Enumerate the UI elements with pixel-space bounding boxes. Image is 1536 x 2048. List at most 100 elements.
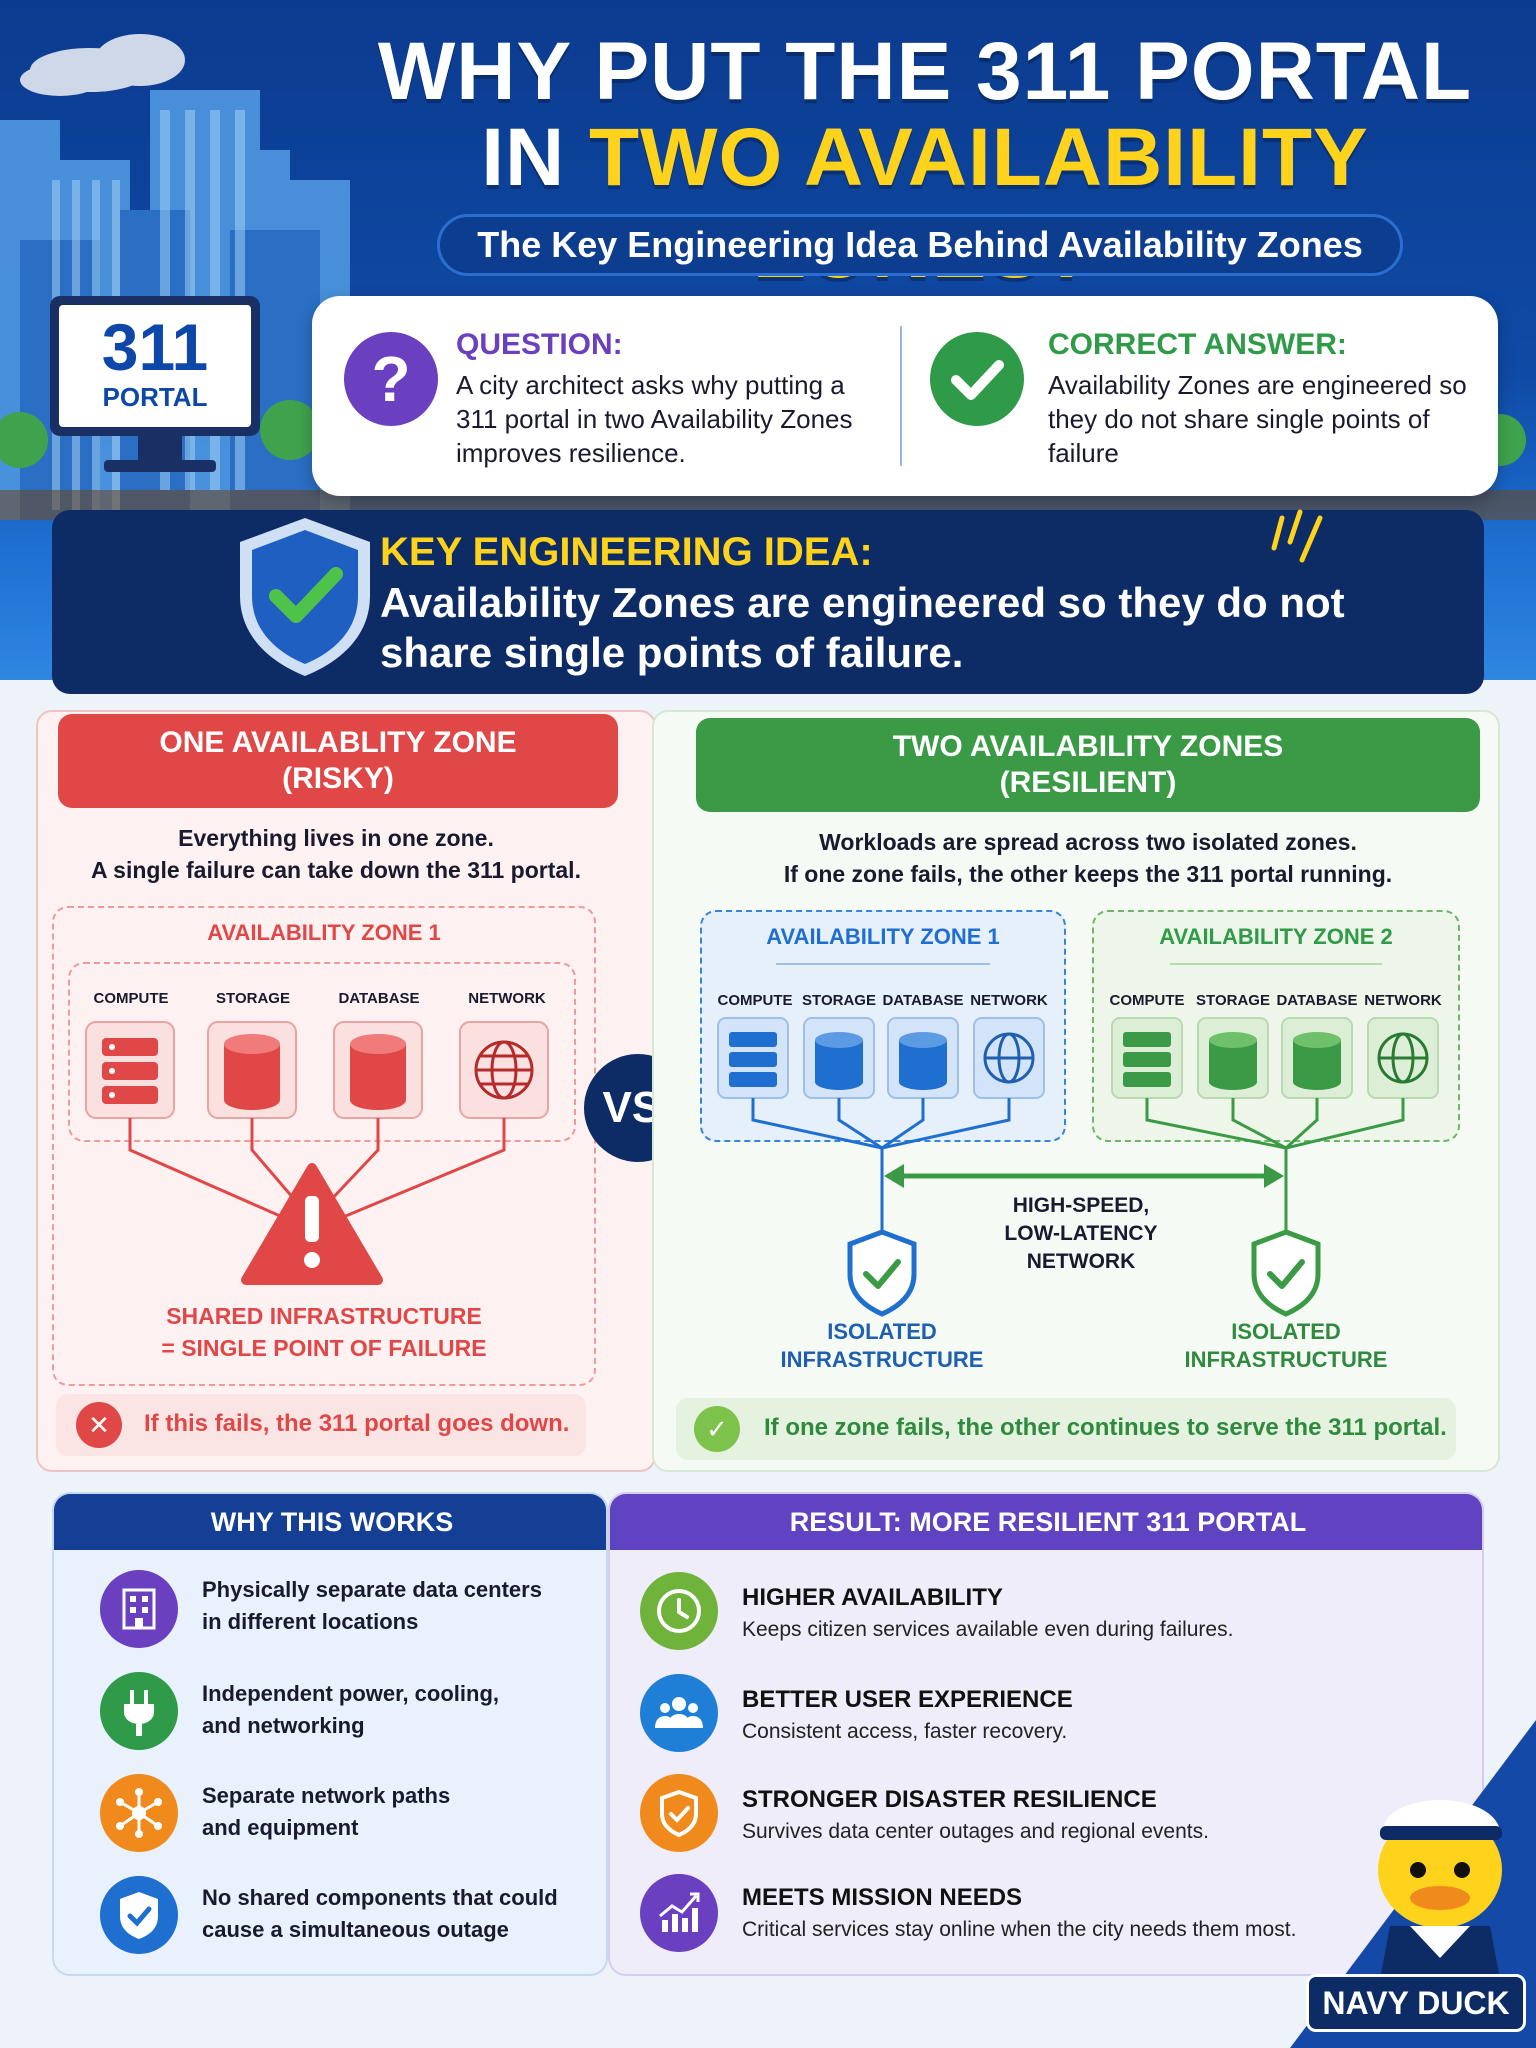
key-idea-heading: KEY ENGINEERING IDEA: [380,530,873,574]
two-zones-header-line1: TWO AVAILABILITY ZONES [892,730,1284,763]
zone2-network-label: NETWORK [1364,992,1442,1009]
two-zones-description: Workloads are spread across two isolated… [696,826,1480,890]
zone2-storage-label: STORAGE [1196,992,1270,1009]
clock-check-icon [640,1572,718,1650]
spark-lines-icon [1271,509,1323,563]
network-label: HIGH-SPEED, LOW-LATENCY NETWORK [970,1192,1192,1276]
one-zone-outer-box [52,906,596,1386]
one-zone-database-label: DATABASE [338,990,420,1007]
network-label-line3: NETWORK [1026,1250,1136,1273]
one-zone-storage-icon [224,1034,280,1110]
monitor-number: 311 [101,310,209,384]
question-text: A city architect asks why putting a 311 … [456,370,853,468]
zone2-storage-icon [1209,1032,1257,1090]
one-zone-inner-box [68,962,576,1142]
portal-monitor-icon: 311 PORTAL [50,296,260,436]
building-icon [100,1570,178,1648]
key-idea-text: Availability Zones are engineered so the… [380,579,1345,676]
monitor-label: PORTAL [102,382,208,412]
zone2-globe-icon [1377,1032,1429,1084]
zone1-isolated-line2: INFRASTRUCTURE [780,1347,984,1372]
one-zone-zone-title: AVAILABILITY ZONE 1 [207,920,441,945]
zone2-isolated-line2: INFRASTRUCTURE [1184,1347,1388,1372]
why-item-2-line1: Independent power, cooling, [202,1681,500,1706]
monitor-stand [138,434,182,464]
one-zone-footer-text: If this fails, the 311 portal goes down. [144,1410,570,1437]
zone2-server-icon [1123,1032,1171,1087]
one-zone-globe-icon [474,1040,534,1100]
zone1-globe-icon [983,1032,1035,1084]
navy-duck-brand: NAVY DUCK [1306,1974,1526,2032]
zone1-storage-icon [815,1032,863,1090]
one-zone-header-line1: ONE AVAILABLITY ZONE [159,726,517,759]
why-item-3-line1: Separate network paths [202,1783,451,1808]
zone1-title: AVAILABILITY ZONE 1 [766,924,1000,949]
zone2-database-icon [1293,1032,1341,1090]
two-zones-desc-line1: Workloads are spread across two isolated… [819,829,1357,855]
why-item-2-line2: and networking [202,1713,365,1738]
one-zone-description: Everything lives in one zone. A single f… [56,822,616,886]
result-item-1-title: HIGHER AVAILABILITY [742,1584,1003,1611]
warning-line1: SHARED INFRASTRUCTURE [166,1303,482,1329]
two-zones-footer-bar [676,1398,1456,1460]
why-item-4-line2: cause a simultaneous outage [202,1917,509,1942]
two-zones-header-line2: (RESILIENT) [999,766,1177,799]
zone2-database-label: DATABASE [1276,992,1358,1009]
why-item-1-line1: Physically separate data centers [202,1577,542,1602]
network-label-line2: LOW-LATENCY [1004,1222,1158,1245]
one-zone-compute-label: COMPUTE [93,990,169,1007]
zone1-compute-label: COMPUTE [717,992,793,1009]
zone1-database-icon [899,1032,947,1090]
zone2-title: AVAILABILITY ZONE 2 [1159,924,1393,949]
why-item-1: Physically separate data centers in diff… [202,1574,542,1638]
zone1-server-icon [729,1032,777,1087]
qa-divider [900,326,902,466]
shield-check-icon [240,518,370,676]
network-double-arrow [884,1164,1284,1188]
one-zone-header: ONE AVAILABLITY ZONE (RISKY) [58,714,618,808]
why-this-works-title: WHY THIS WORKS [54,1494,606,1550]
zone2-isolated-label: ISOLATED INFRASTRUCTURE [1166,1318,1406,1374]
result-item-4-text: Critical services stay online when the c… [742,1918,1297,1941]
zone1-isolated-shield-icon [847,1229,917,1317]
one-zone-database-icon [350,1034,406,1110]
zone2-compute-label: COMPUTE [1109,992,1185,1009]
check-circle-icon: ✓ [694,1406,740,1452]
why-item-3: Separate network paths and equipment [202,1780,450,1844]
one-zone-server-icon [102,1038,158,1104]
shield-icon [640,1774,718,1852]
question-label: QUESTION: [456,328,623,361]
title-prefix: IN [481,112,566,203]
question-mark-icon: ? [344,332,438,426]
result-item-4-title: MEETS MISSION NEEDS [742,1884,1023,1911]
why-item-4-line1: No shared components that could [202,1885,558,1910]
zone1-isolated-label: ISOLATED INFRASTRUCTURE [762,1318,1002,1374]
zone1-dependency-lines [751,1098,1011,1232]
answer-text: Availability Zones are engineered so the… [1048,370,1467,468]
two-zones-desc-line2: If one zone fails, the other keeps the 3… [783,861,1393,887]
zone1-storage-label: STORAGE [802,992,876,1009]
result-title: RESULT: MORE RESILIENT 311 PORTAL [610,1494,1482,1550]
x-circle-icon: ✕ [76,1402,122,1448]
page-title-line1: WHY PUT THE 311 PORTAL [377,26,1473,117]
zone2-isolated-line1: ISOLATED [1231,1319,1341,1344]
one-zone-header-line2: (RISKY) [282,762,394,795]
warning-line2: = SINGLE POINT OF FAILURE [161,1335,487,1361]
two-zones-footer-text: If one zone fails, the other continues t… [764,1414,1447,1441]
shield-check-icon [100,1876,178,1954]
why-item-4: No shared components that could cause a … [202,1882,558,1946]
network-label-line1: HIGH-SPEED, [1012,1194,1150,1217]
plug-icon [100,1672,178,1750]
result-item-3-text: Survives data center outages and regiona… [742,1820,1209,1843]
warning-triangle-icon [241,1163,383,1285]
result-item-2-text: Consistent access, faster recovery. [742,1720,1068,1743]
one-zone-desc-line1: Everything lives in one zone. [178,825,494,851]
result-item-1-text: Keeps citizen services available even du… [742,1618,1234,1641]
subtitle-pill: The Key Engineering Idea Behind Availabi… [437,214,1403,276]
one-zone-storage-label: STORAGE [216,990,290,1007]
chart-up-icon [640,1874,718,1952]
result-card: RESULT: MORE RESILIENT 311 PORTAL [608,1492,1484,1976]
users-icon [640,1674,718,1752]
question-answer-card: ? QUESTION: A city architect asks why pu… [312,296,1498,496]
answer-label: CORRECT ANSWER: [1048,328,1347,361]
